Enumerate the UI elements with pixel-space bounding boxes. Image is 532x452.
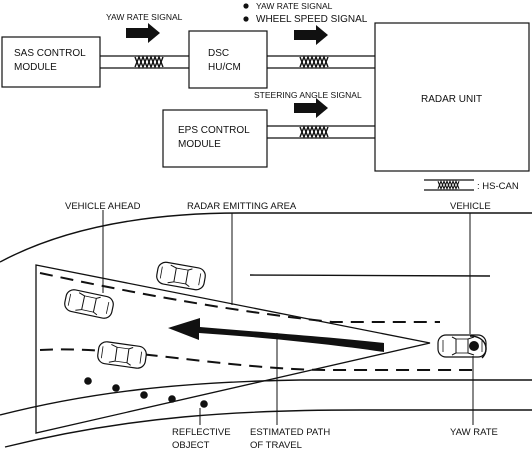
road-edge-lower <box>0 379 532 416</box>
dsc-label-2: HU/CM <box>208 62 241 73</box>
sas-control-module-box <box>1 36 101 88</box>
sas-module-label-1: SAS CONTROL <box>14 48 86 59</box>
radar-emitting-area <box>35 264 431 434</box>
wheel-speed-signal-label: WHEEL SPEED SIGNAL <box>256 14 368 25</box>
hs-can-cable-sas-dsc <box>100 55 189 69</box>
signal-arrow-icon <box>294 98 328 118</box>
estimated-path-arrow <box>168 318 384 352</box>
eps-module-label-1: EPS CONTROL <box>178 125 250 136</box>
reflective-object-dot <box>84 377 92 385</box>
reflective-object-label-1: REFLECTIVE <box>172 427 231 438</box>
sas-yaw-rate-signal-label: YAW RATE SIGNAL <box>106 12 183 22</box>
vehicle-ahead-label: VEHICLE AHEAD <box>65 201 141 212</box>
signal-arrow-icon <box>126 23 160 43</box>
reflective-object-dot <box>140 391 148 399</box>
hs-can-legend: : HS-CAN <box>424 179 519 192</box>
hs-can-cable-eps-radar <box>267 125 375 139</box>
yaw-rate-label: YAW RATE <box>450 427 498 438</box>
dsc-label-1: DSC <box>208 48 229 59</box>
road-edge-right <box>249 274 491 277</box>
reflective-object-dot <box>168 395 176 403</box>
radar-unit-box <box>374 22 530 172</box>
bullet-icon <box>243 3 249 9</box>
road-outer-lower <box>4 409 532 448</box>
reflective-object-label-2: OBJECT <box>172 440 210 451</box>
reflective-object-dot <box>112 384 120 392</box>
other-car-upper <box>154 260 208 292</box>
dsc-hucm-box <box>188 30 268 89</box>
signal-arrow-icon <box>294 25 328 45</box>
vehicle-label: VEHICLE <box>450 201 491 212</box>
bullet-icon <box>243 16 249 22</box>
hs-can-cable-dsc-radar <box>267 55 375 69</box>
can-network: SAS CONTROL MODULE DSC HU/CM RADAR UNIT … <box>1 1 530 192</box>
steering-angle-signal-label: STEERING ANGLE SIGNAL <box>254 90 362 100</box>
vehicle-ahead-car <box>62 287 116 321</box>
yaw-rotation-arrow-icon <box>469 335 487 359</box>
radar-emitting-area-label: RADAR EMITTING AREA <box>187 201 297 212</box>
eps-module-label-2: MODULE <box>178 139 221 150</box>
eps-control-module-box <box>162 109 268 168</box>
reflective-object-dot <box>200 400 208 408</box>
road-scene: VEHICLE AHEAD RADAR EMITTING AREA VEHICL… <box>0 201 532 451</box>
sas-module-label-2: MODULE <box>14 62 57 73</box>
estimated-path-label-2: OF TRAVEL <box>250 440 302 451</box>
estimated-path-label-1: ESTIMATED PATH <box>250 427 330 438</box>
dsc-yaw-rate-signal-label: YAW RATE SIGNAL <box>256 1 333 11</box>
radar-unit-label: RADAR UNIT <box>421 94 482 105</box>
yaw-rate-icon <box>469 341 479 351</box>
other-car-lower <box>96 340 148 370</box>
road-edge-upper <box>0 212 532 263</box>
hs-can-legend-label: : HS-CAN <box>477 181 519 192</box>
